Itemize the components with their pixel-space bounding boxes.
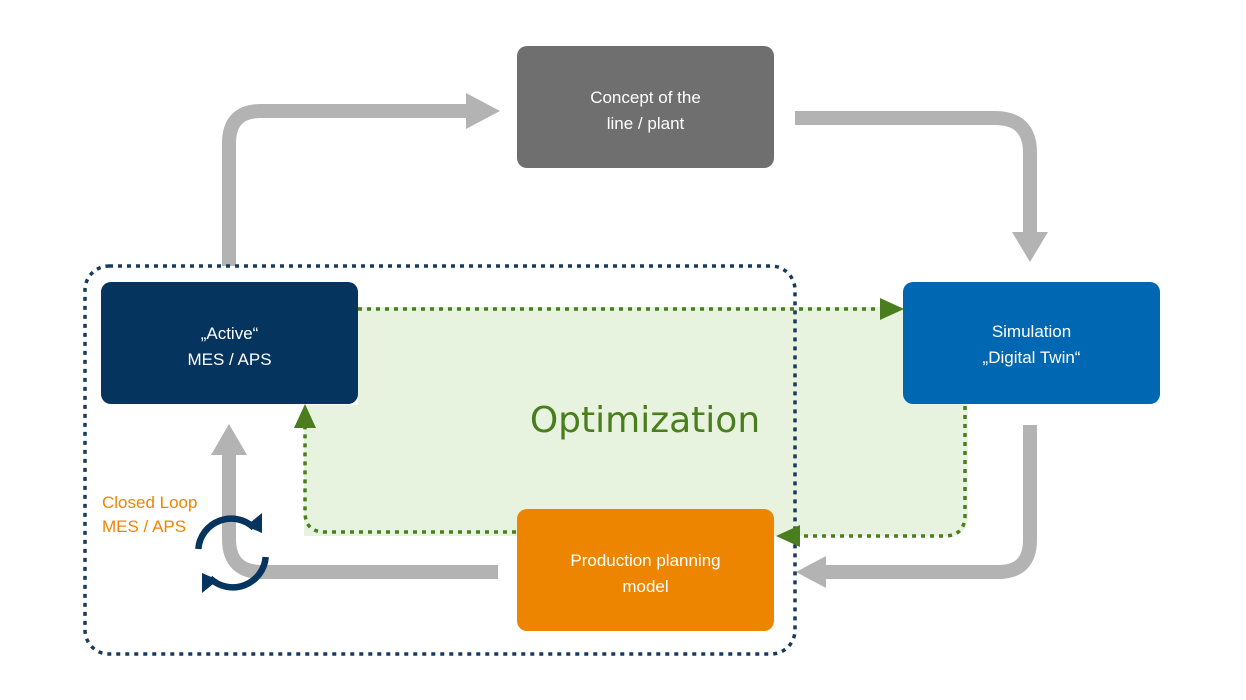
arrow-simulation-to-production bbox=[822, 425, 1037, 579]
mes-box bbox=[101, 282, 358, 404]
closed-loop-boundary bbox=[83, 264, 797, 656]
production-label-line2: model bbox=[622, 577, 668, 596]
refresh-icon-arrowheads bbox=[202, 513, 262, 593]
green-arrowheads bbox=[294, 298, 904, 547]
gray-flow-arrows bbox=[222, 104, 1037, 579]
mes-label-line2: MES / APS bbox=[187, 350, 271, 369]
green-arrowhead-production bbox=[776, 525, 800, 547]
simulation-box bbox=[903, 282, 1160, 404]
arrowhead-mes bbox=[211, 424, 247, 455]
concept-label-line2: line / plant bbox=[607, 114, 685, 133]
concept-box bbox=[517, 46, 774, 168]
arrowhead-concept bbox=[466, 93, 500, 129]
gray-arrowheads bbox=[211, 93, 1048, 588]
refresh-icon bbox=[195, 515, 269, 591]
optimization-area bbox=[304, 307, 968, 536]
green-arrow-simulation-to-production bbox=[800, 406, 967, 538]
arrow-mes-to-concept bbox=[222, 104, 475, 266]
concept-label-line1: Concept of the bbox=[590, 88, 701, 107]
production-label-line1: Production planning bbox=[570, 551, 720, 570]
closed-loop-label-line2: MES / APS bbox=[102, 517, 186, 536]
arrow-concept-to-simulation bbox=[795, 111, 1037, 236]
green-arrowhead-mes bbox=[294, 404, 316, 428]
optimization-label: Optimization bbox=[530, 400, 760, 441]
arrowhead-production bbox=[796, 556, 826, 588]
mes-label-line1: „Active“ bbox=[201, 324, 259, 343]
closed-loop-label-line1: Closed Loop bbox=[102, 493, 197, 512]
arrowhead-simulation bbox=[1012, 232, 1048, 262]
green-arrow-production-to-mes bbox=[303, 428, 516, 534]
production-box bbox=[517, 509, 774, 631]
simulation-label-line2: „Digital Twin“ bbox=[983, 348, 1081, 367]
simulation-label-line1: Simulation bbox=[992, 322, 1071, 341]
green-dotted-arrows bbox=[303, 307, 967, 538]
green-arrowhead-simulation bbox=[880, 298, 904, 320]
